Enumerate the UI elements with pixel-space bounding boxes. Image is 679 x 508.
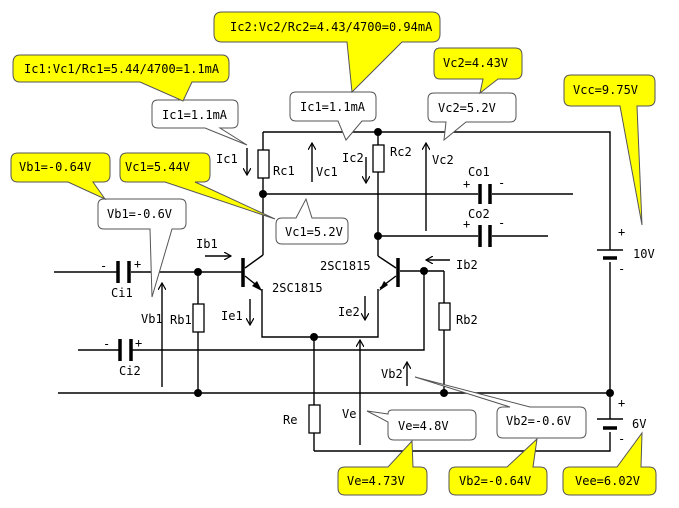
co1-plus: + [463,177,470,191]
vcc-battery [597,249,623,260]
vcc-plus: + [618,225,625,239]
ci2-minus: - [103,337,110,351]
callout-vb1-calc: Vb1=-0.6V [97,198,187,298]
svg-text:Vee=6.02V: Vee=6.02V [575,474,640,488]
ci1-capacitor [116,261,131,283]
co1-label: Co1 [468,165,490,179]
co2-plus: + [463,217,470,231]
callout-vb2-measured: Vb2=-0.64V [448,437,548,496]
measured-callouts: Ic1:Vc1/Rc1=5.44/4700=1.1mA Ic2:Vc2/Rc2=… [10,11,657,496]
callout-vb1-measured: Vb1=-0.64V [10,152,111,201]
re-resistor [308,404,321,434]
rc2-resistor [372,144,385,173]
rb1-resistor [192,303,205,333]
svg-text:Vc2=4.43V: Vc2=4.43V [443,56,508,70]
vc1-label: Vc1 [316,165,338,179]
callout-ic1-a: Ic1=1.1mA [151,99,248,146]
callout-ic1-b: Ic1=1.1mA [289,91,377,141]
vcc-minus: - [618,262,625,276]
vee-battery-label: 6V [632,417,646,431]
ib1-label: Ib1 [196,237,218,251]
vee-plus: + [618,396,625,410]
ic1-label: Ic1 [216,152,238,166]
svg-text:Vc1=5.2V: Vc1=5.2V [285,225,343,239]
vee-battery [597,418,623,430]
callout-vc1-calc: Vc1=5.2V [275,197,349,245]
callout-ic1-formula: Ic1:Vc1/Rc1=5.44/4700=1.1mA [12,54,230,102]
re-label: Re [283,413,297,427]
callout-vee-measured: Vee=6.02V [562,431,657,496]
svg-text:Ic2:Vc2/Rc2=4.43/4700=0.94mA: Ic2:Vc2/Rc2=4.43/4700=0.94mA [230,20,433,34]
ib2-label: Ib2 [456,258,478,272]
callout-ic2-formula: Ic2:Vc2/Rc2=4.43/4700=0.94mA [213,11,441,94]
svg-text:Ve=4.73V: Ve=4.73V [347,474,405,488]
co2-capacitor [478,225,492,247]
svg-text:Vcc=9.75V: Vcc=9.75V [573,83,638,97]
co1-capacitor [478,184,492,204]
callout-vb2-calc: Vb2=-0.6V [414,376,587,439]
arrows [162,143,450,445]
callout-vc2-measured: Vc2=4.43V [433,47,523,95]
q2-emitter-arrow [379,281,388,291]
co1-minus: - [498,176,505,190]
callout-vcc-measured: Vcc=9.75V [563,74,656,226]
ci1-plus: + [134,257,141,271]
ci1-minus: - [100,259,107,273]
rc2-label: Rc2 [390,145,412,159]
vc2-label: Vc2 [432,153,454,167]
svg-text:Vc1=5.44V: Vc1=5.44V [125,160,190,174]
callout-ve-calc: Ve=4.8V [366,409,477,441]
vee-minus: - [618,432,625,446]
co2-minus: - [498,216,505,230]
svg-text:Vb2=-0.6V: Vb2=-0.6V [506,414,571,428]
callout-vc2-calc: Vc2=5.2V [427,92,517,142]
rc1-resistor [257,149,270,179]
vb1-label: Vb1 [141,312,163,326]
callout-ve-measured: Ve=4.73V [337,439,428,496]
rb1-label: Rb1 [170,313,192,327]
ie1-label: Ie1 [221,309,243,323]
q1-label: 2SC1815 [272,281,323,295]
component-labels: Rc1 Rc2 Rb1 Rb2 Re Ci1 Ci2 Co1 Co2 2SC18… [100,145,655,446]
svg-text:Ic1:Vc1/Rc1=5.44/4700=1.1mA: Ic1:Vc1/Rc1=5.44/4700=1.1mA [24,62,220,76]
rb2-resistor [438,302,451,331]
ie2-label: Ie2 [338,305,360,319]
svg-text:Ve=4.8V: Ve=4.8V [398,419,449,433]
rb2-label: Rb2 [456,313,478,327]
rc1-label: Rc1 [273,164,295,178]
vb2-label: Vb2 [381,367,403,381]
svg-text:Vb1=-0.64V: Vb1=-0.64V [19,160,91,174]
vcc-battery-label: 10V [633,247,655,261]
ci1-label: Ci1 [111,286,133,300]
ci2-label: Ci2 [119,364,141,378]
ci2-plus: + [135,336,142,350]
svg-text:Vb1=-0.6V: Vb1=-0.6V [107,207,172,221]
ve-label: Ve [342,407,356,421]
svg-text:Ic1=1.1mA: Ic1=1.1mA [162,108,228,122]
calculated-callouts: Ic1=1.1mA Ic1=1.1mA Vc2=5.2V Vb1=-0.6V V… [97,91,587,441]
ic2-label: Ic2 [342,151,364,165]
co2-label: Co2 [468,207,490,221]
callout-vc1-measured: Vc1=5.44V [119,152,276,220]
svg-text:Vb2=-0.64V: Vb2=-0.64V [459,474,531,488]
svg-text:Ic1=1.1mA: Ic1=1.1mA [300,100,366,114]
ci2-capacitor [118,339,133,361]
junctions [194,128,614,397]
q2-label: 2SC1815 [320,259,371,273]
svg-text:Vc2=5.2V: Vc2=5.2V [438,101,496,115]
